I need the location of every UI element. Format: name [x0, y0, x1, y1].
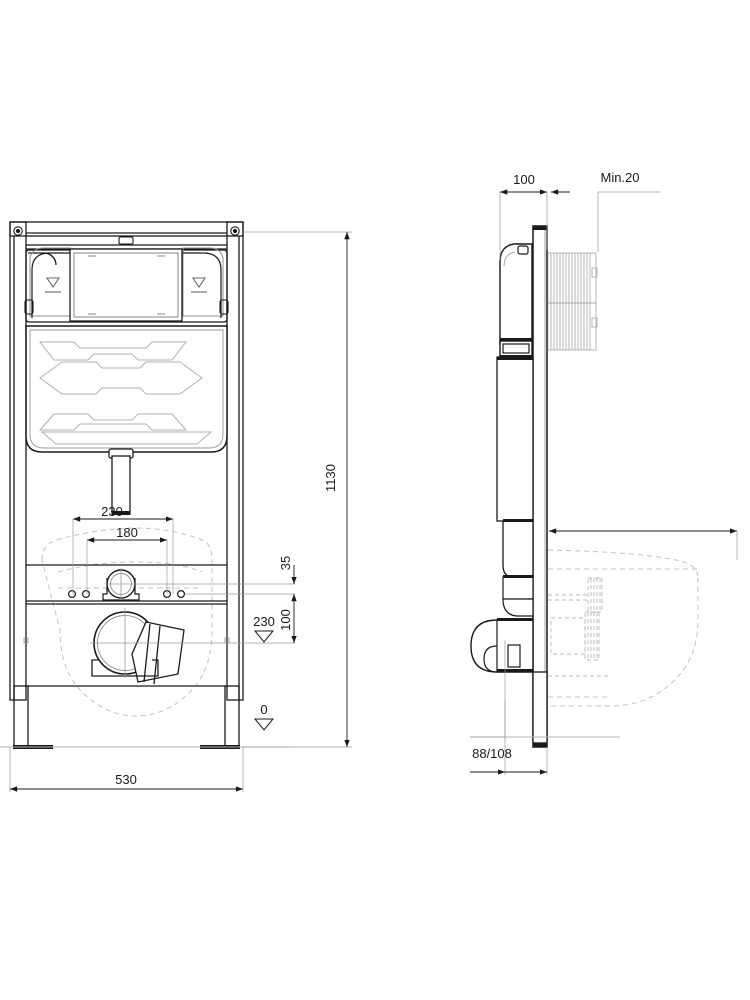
connector-hidden-side [548, 577, 610, 677]
frame-crossbars [26, 564, 227, 687]
waste-outlet-side [470, 619, 534, 673]
frame-rails [9, 221, 244, 701]
dim-100: 100 [278, 609, 293, 631]
water-level-symbol [45, 277, 207, 293]
frame-corner-bolt [13, 226, 240, 236]
waste-outlet [90, 608, 185, 685]
level-0-label: 0 [260, 702, 267, 717]
front-elevation-view [0, 221, 290, 749]
dim-530-width: 530 [115, 772, 137, 787]
foot-side [532, 671, 548, 744]
front-view-dimensions: 230 180 35 100 230 0 [9, 231, 352, 792]
inlet-connector-side [502, 576, 534, 617]
dim-88-108: 88/108 [472, 746, 512, 761]
cistern-ribs [38, 341, 213, 445]
dim-35: 35 [278, 556, 293, 570]
dim-180-inner: 180 [116, 525, 138, 540]
flush-plate-opening [69, 248, 183, 322]
level-230-triangle [253, 630, 275, 643]
level-230-label: 230 [253, 614, 275, 629]
frame-body-side [496, 356, 534, 578]
level-0-triangle [253, 718, 275, 731]
bowl-hidden-outline-side [547, 549, 699, 707]
flush-pipe [108, 448, 134, 515]
dim-min-20: Min.20 [600, 170, 639, 185]
dim-depth-100: 100 [513, 172, 535, 187]
side-elevation-view [470, 225, 699, 748]
flush-plate-side [547, 252, 598, 351]
dim-230-outer: 230 [101, 504, 123, 519]
water-inlet-fitting [102, 568, 140, 601]
side-view-dimensions: 100 Min.20 88/108 [470, 170, 738, 775]
cistern-body [24, 236, 229, 515]
dim-1130-height: 1130 [323, 464, 338, 492]
